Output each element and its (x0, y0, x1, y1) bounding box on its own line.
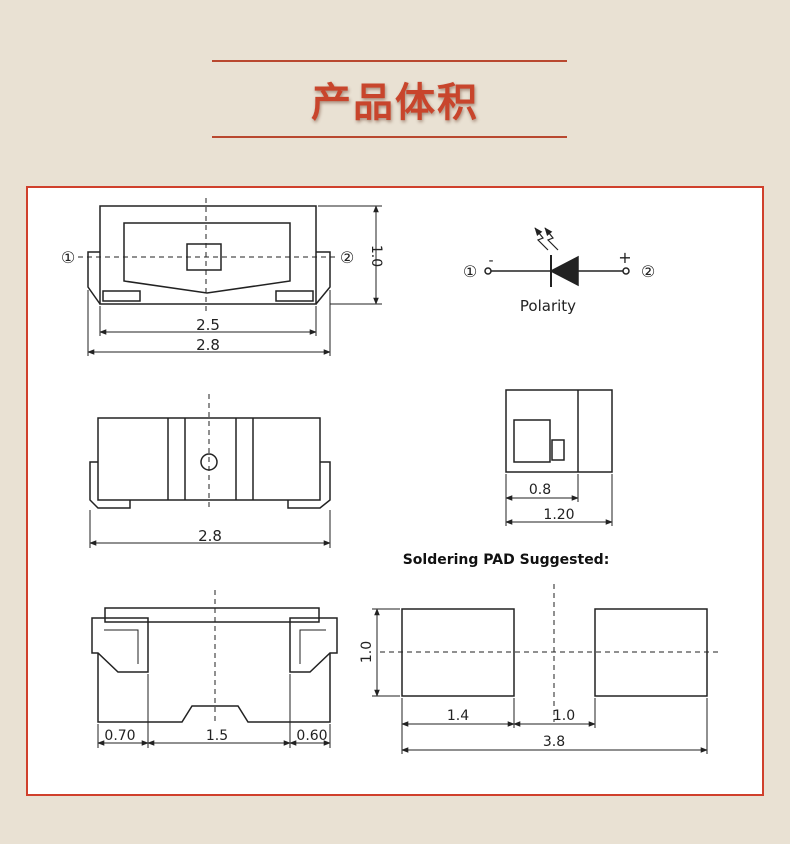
side-view-lead-tab (551, 439, 565, 461)
dimension-panel: ① ② 2.5 2.8 1.0 ① - + ② Polarity 2.8 (26, 186, 764, 796)
front-view-left-lead (89, 461, 131, 509)
top-view-right-lead (315, 251, 331, 305)
polarity-pin2-label: ② (641, 262, 655, 281)
dimension-drawing: ① ② 2.5 2.8 1.0 ① - + ② Polarity 2.8 (61, 198, 718, 754)
solder-pad-heading: Soldering PAD Suggested: (403, 552, 610, 568)
side-view-dim-inner: 0.8 (529, 482, 551, 498)
top-view-pin1-label: ① (61, 248, 75, 267)
top-view-right-pad (275, 290, 314, 302)
light-arrow-2 (544, 227, 559, 251)
side-view-body (505, 389, 613, 473)
bottom-view-right-lead (289, 617, 338, 673)
polarity-pin1-terminal (484, 267, 492, 275)
front-view (89, 394, 331, 548)
front-view-dim-width: 2.8 (198, 527, 222, 545)
title-rule-top (212, 60, 567, 62)
solder-pad-dim-pad: 1.4 (447, 708, 469, 724)
solder-pad-dim-gap: 1.0 (553, 708, 575, 724)
top-view-dim-total-width: 2.8 (196, 336, 220, 354)
top-view-pin2-label: ② (340, 248, 354, 267)
bottom-view-left-lead (91, 617, 149, 673)
page-title: 产品体积 (311, 80, 479, 126)
top-view (78, 198, 382, 356)
solder-pad-dim-height: 1.0 (359, 641, 375, 663)
side-view-lead (513, 419, 551, 463)
side-view (505, 389, 613, 526)
polarity-symbol (484, 227, 630, 287)
front-view-body (97, 417, 321, 501)
polarity-label: Polarity (520, 297, 576, 315)
light-arrow-1 (534, 227, 549, 251)
solder-pad-dim-total: 3.8 (543, 734, 565, 750)
polarity-plus-sign: + (618, 248, 631, 267)
bottom-view-dim-left: 0.70 (104, 728, 135, 744)
title-rule-bottom (212, 136, 567, 138)
front-view-right-lead (287, 461, 331, 509)
top-view-dim-height: 1.0 (368, 245, 384, 267)
top-view-left-lead (87, 251, 101, 305)
polarity-pin1-label: ① (463, 262, 477, 281)
top-view-lens (123, 222, 291, 294)
top-view-dim-inner-width: 2.5 (196, 316, 220, 334)
side-view-dim-total: 1.20 (543, 507, 574, 523)
top-view-left-pad (102, 290, 141, 302)
polarity-minus-sign: - (488, 253, 493, 269)
diode-triangle (549, 255, 579, 287)
top-view-body (99, 205, 317, 305)
bottom-view (91, 590, 338, 748)
bottom-view-dim-mid: 1.5 (206, 728, 228, 744)
bottom-view-dim-right: 0.60 (296, 728, 327, 744)
bottom-view-top-edge (104, 607, 320, 623)
solder-pad-drawing (372, 584, 718, 754)
bottom-view-body (97, 653, 331, 723)
polarity-pin2-terminal (622, 267, 630, 275)
